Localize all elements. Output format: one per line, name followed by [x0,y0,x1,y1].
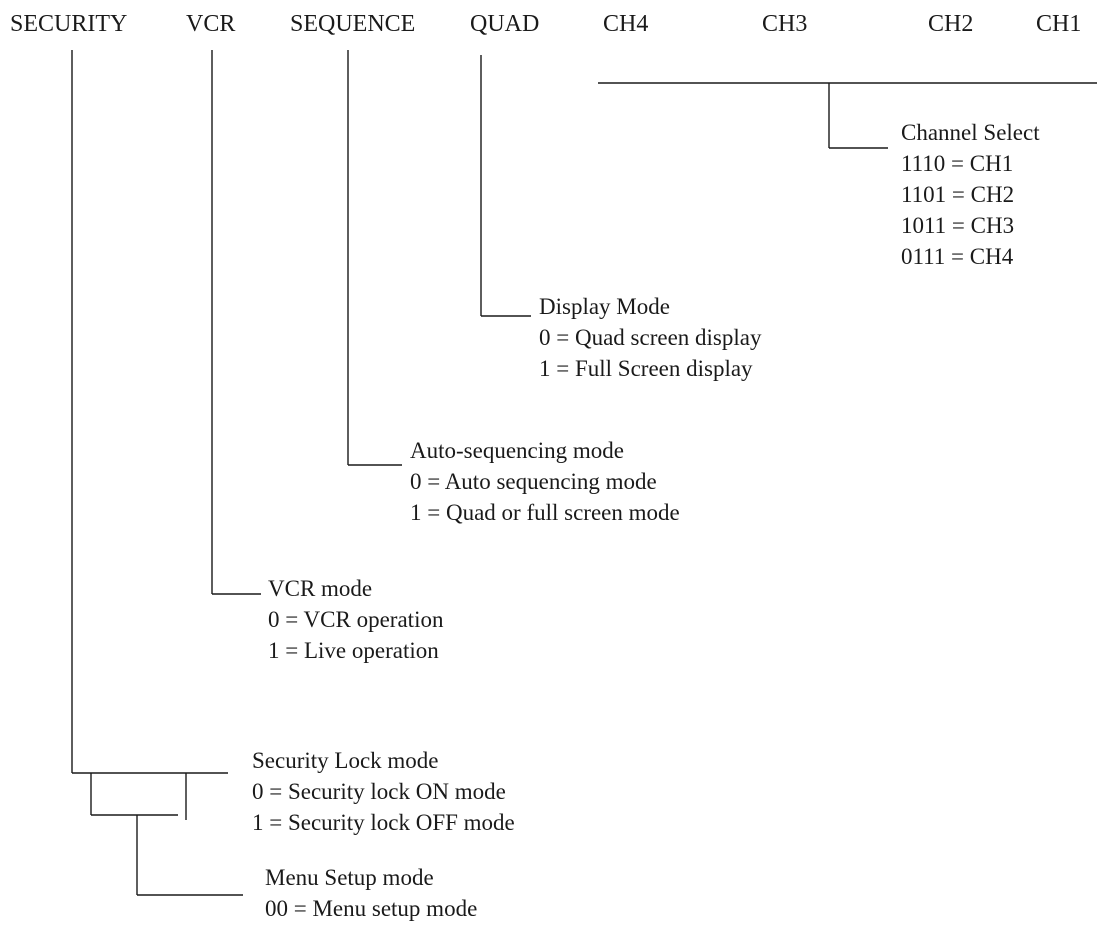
auto-sequencing-title: Auto-sequencing mode [410,438,624,463]
channel-select-option: 1110 = CH1 [901,151,1014,176]
security-lock-option: 1 = Security lock OFF mode [252,810,515,835]
vcr-mode-option: 0 = VCR operation [268,607,444,632]
menu-setup-title: Menu Setup mode [265,865,434,890]
header-ch3: CH3 [762,11,808,37]
security-lock-block: Security Lock mode 0 = Security lock ON … [252,745,515,838]
channel-select-title: Channel Select [901,120,1040,145]
header-ch2: CH2 [928,11,974,37]
channel-select-option: 0111 = CH4 [901,244,1014,269]
header-quad: QUAD [470,11,540,37]
display-mode-title: Display Mode [539,294,670,319]
vcr-mode-block: VCR mode 0 = VCR operation 1 = Live oper… [268,573,443,666]
vcr-mode-title: VCR mode [268,576,373,601]
security-lock-option: 0 = Security lock ON mode [252,779,506,804]
auto-sequencing-block: Auto-sequencing mode 0 = Auto sequencing… [410,435,680,528]
display-mode-option: 1 = Full Screen display [539,356,753,381]
header-ch1: CH1 [1036,11,1082,37]
header-security: SECURITY [10,11,128,37]
header-vcr: VCR [186,11,236,37]
header-sequence: SEQUENCE [290,11,416,37]
display-mode-block: Display Mode 0 = Quad screen display 1 =… [539,291,761,384]
auto-sequencing-option: 0 = Auto sequencing mode [410,469,657,494]
vcr-mode-option: 1 = Live operation [268,638,439,663]
security-lock-title: Security Lock mode [252,748,439,773]
menu-setup-option: 00 = Menu setup mode [265,896,478,921]
auto-sequencing-option: 1 = Quad or full screen mode [410,500,680,525]
channel-select-option: 1011 = CH3 [901,213,1015,238]
header-ch4: CH4 [603,11,649,37]
channel-select-option: 1101 = CH2 [901,182,1015,207]
menu-setup-block: Menu Setup mode 00 = Menu setup mode [265,862,477,924]
display-mode-option: 0 = Quad screen display [539,325,762,350]
channel-select-block: Channel Select 1110 = CH1 1101 = CH2 101… [901,117,1040,272]
